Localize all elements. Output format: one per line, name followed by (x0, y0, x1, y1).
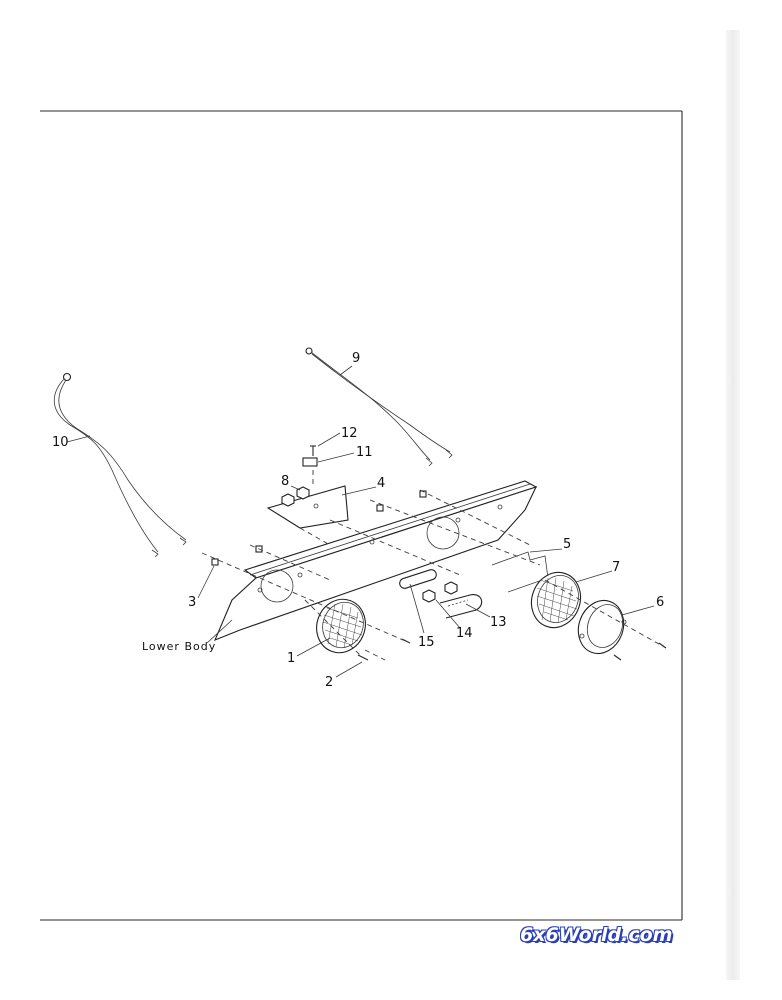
u-bolt-13 (439, 594, 483, 619)
callout-9: 9 (352, 351, 360, 366)
nut-8 (281, 486, 310, 507)
lamp-7 (530, 571, 582, 629)
callout-4: 4 (377, 476, 385, 491)
callout-2: 2 (325, 675, 333, 690)
nut-14 (422, 581, 458, 603)
callout-14: 14 (456, 626, 473, 641)
leader-lines (66, 365, 655, 678)
lower-body-label: Lower Body (142, 640, 216, 653)
callout-5: 5 (563, 537, 571, 552)
wire-harness-9 (305, 347, 453, 467)
lamp-1 (316, 598, 366, 654)
screw-right (401, 638, 667, 661)
callout-11: 11 (356, 445, 373, 460)
callout-10: 10 (52, 435, 69, 450)
callout-13: 13 (490, 615, 507, 630)
callout-6: 6 (656, 595, 664, 610)
scan-edge-shade (726, 30, 740, 980)
callout-8: 8 (281, 474, 289, 489)
retaining-ring-6 (577, 599, 627, 655)
callout-3: 3 (188, 595, 196, 610)
callout-15: 15 (418, 635, 435, 650)
plate-15 (399, 569, 437, 589)
screw-2 (357, 654, 369, 661)
assembly-center-lines (201, 470, 667, 661)
bracket-4 (266, 485, 349, 529)
clip-11 (302, 457, 318, 467)
screw-12 (310, 445, 316, 456)
callout-1: 1 (287, 651, 295, 666)
callout-7: 7 (612, 560, 620, 575)
callout-labels: 1 2 3 4 5 6 7 8 9 10 11 12 13 14 15 Lowe… (52, 351, 664, 690)
callout-12: 12 (341, 426, 358, 441)
wire-harness-10 (53, 372, 187, 558)
lower-body-housing (213, 480, 538, 642)
site-watermark: 6x6World.com (520, 924, 673, 946)
